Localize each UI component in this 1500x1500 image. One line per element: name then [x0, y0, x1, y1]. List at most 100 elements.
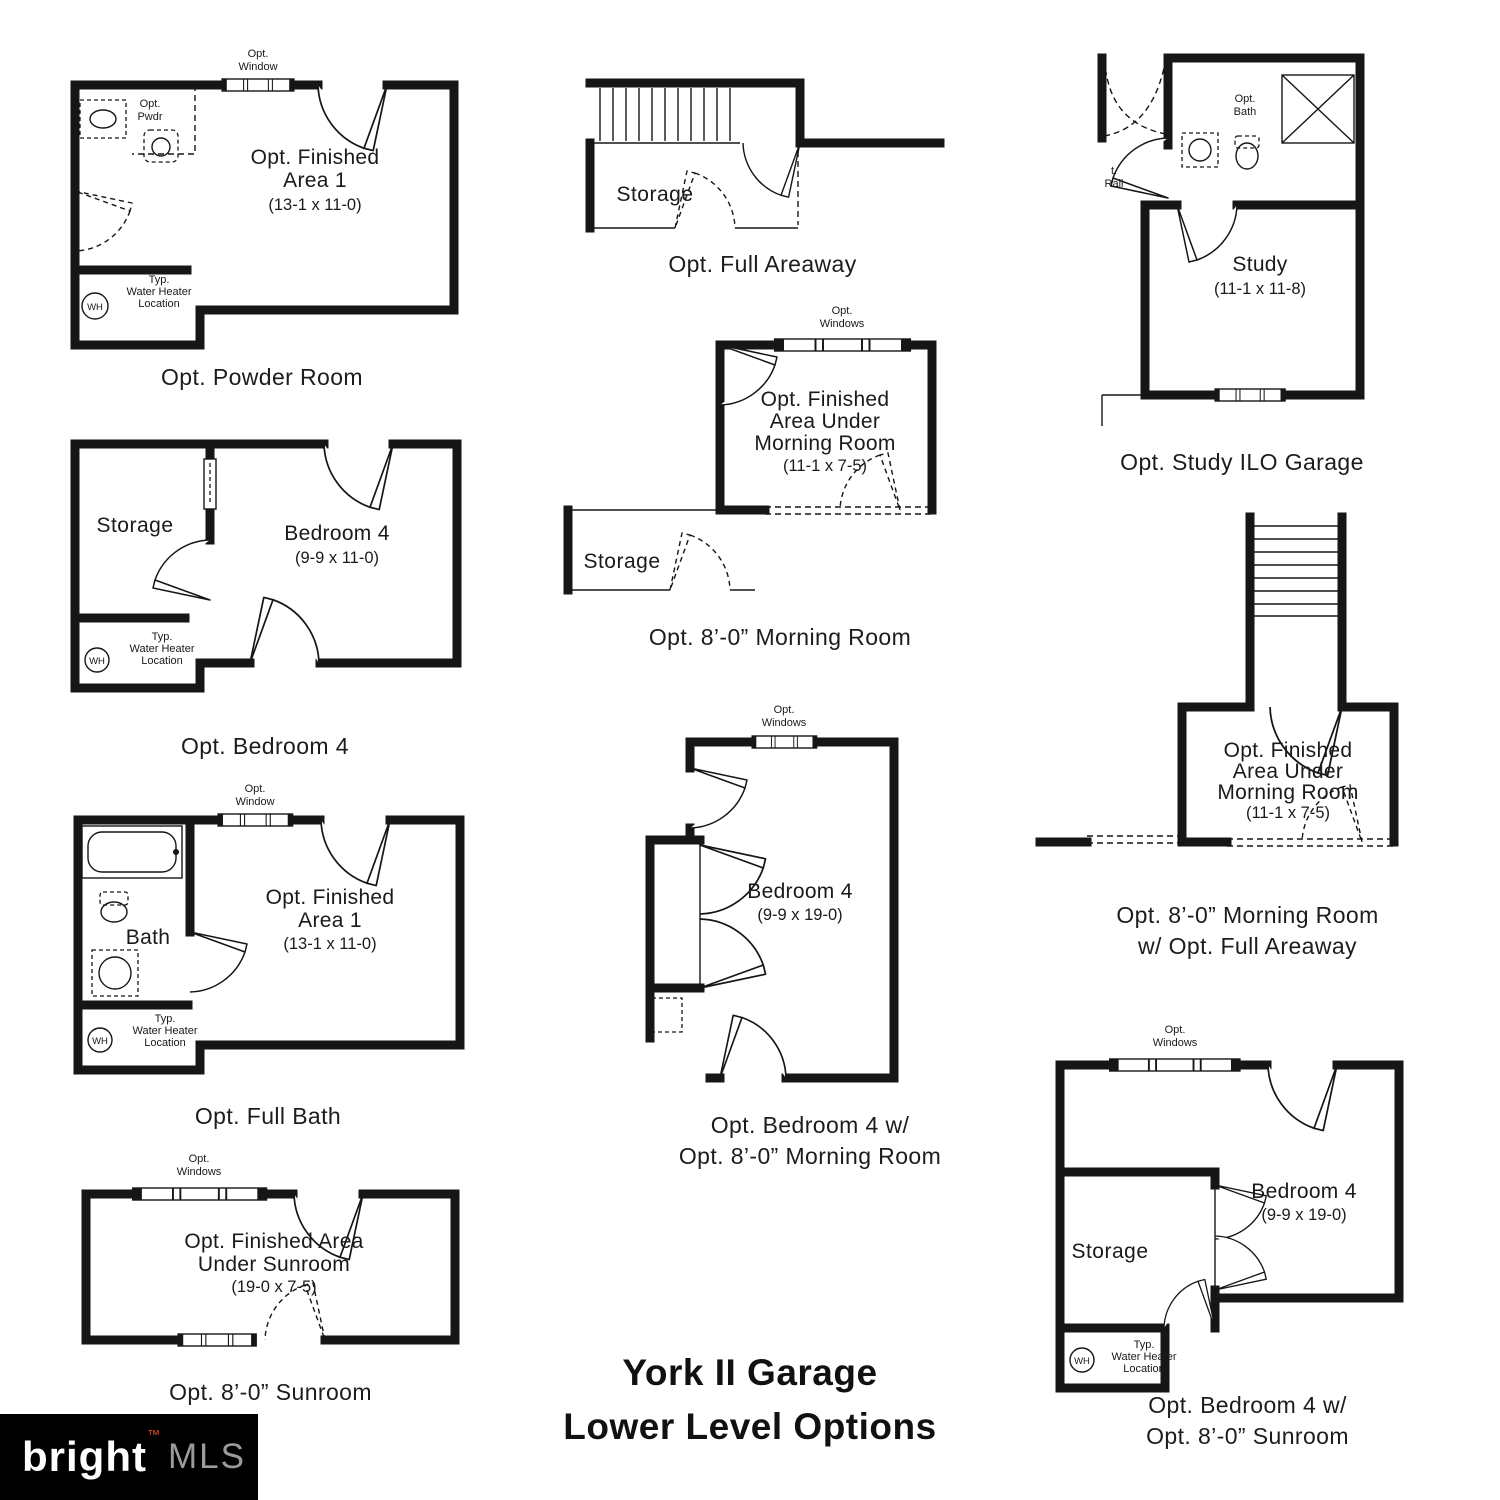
labels: Opt. Windows Bedroom 4 (9-9 x 19-0)	[747, 704, 852, 924]
door-swing-optional	[669, 532, 731, 591]
window-label-line2: Window	[235, 796, 274, 808]
walls	[70, 80, 459, 350]
labels: Opt. Windows Bedroom 4 (9-9 x 19-0) Stor…	[1071, 1024, 1356, 1375]
windows-label-line1: Opt.	[189, 1153, 210, 1165]
plan-opt-morning-room: Opt. Windows Opt. Finished Area Under Mo…	[563, 305, 937, 595]
pwdr-label-line1: Opt.	[140, 98, 161, 110]
plan-opt-full-areaway: Storage	[585, 78, 945, 233]
walls	[645, 737, 899, 1083]
caption-bedroom4-morning-room: Opt. Bedroom 4 w/ Opt. 8’-0” Morning Roo…	[645, 1110, 975, 1172]
plan-opt-bedroom-4: WH Storage Bedroom 4 (9-9 x 11-0) Typ. W…	[70, 439, 462, 693]
bath-fixtures	[1181, 74, 1355, 170]
plan-opt-powder-room: WH Opt. Window Opt. Pwdr Opt. Finished A…	[70, 48, 459, 350]
stairs	[590, 88, 740, 144]
brightmls-logo: bright ™ MLS	[0, 1414, 258, 1500]
door-swing	[320, 819, 391, 887]
closet-door-swing	[1214, 1235, 1267, 1291]
labels: Opt. Window Bath Opt. Finished Area 1 (1…	[126, 783, 394, 1049]
room-dims: (9-9 x 19-0)	[757, 906, 842, 924]
room-name: Bedroom 4	[1251, 1180, 1356, 1203]
caption-bedroom-4: Opt. Bedroom 4	[181, 733, 349, 759]
room-dims: (9-9 x 11-0)	[295, 549, 379, 567]
windows-label-line1: Opt.	[832, 305, 853, 317]
walls	[563, 340, 937, 595]
labels: Opt. Windows Opt. Finished Area Under Mo…	[583, 305, 895, 573]
plan-opt-sunroom: Opt. Windows Opt. Finished Area Under Su…	[81, 1153, 460, 1347]
room-name: Bedroom 4	[747, 880, 852, 903]
room-name2: Area 1	[298, 909, 362, 932]
room-name2: Area Under	[1233, 760, 1343, 783]
stairs	[1254, 525, 1338, 617]
water-heater: WH	[84, 647, 110, 673]
door-swing	[189, 931, 248, 993]
room-dims: (11-1 x 7-5)	[1246, 804, 1330, 822]
room-dims: (19-0 x 7-5)	[231, 1278, 316, 1296]
powder-room-fixtures	[79, 85, 196, 163]
bath-fixtures	[81, 825, 183, 997]
door-swing	[742, 142, 801, 198]
entry	[1101, 67, 1167, 426]
windows-label-line1: Opt.	[1165, 1024, 1186, 1036]
water-heater: WH	[87, 1027, 113, 1053]
window-symbol	[1214, 388, 1286, 402]
labels: Storage Bedroom 4 (9-9 x 11-0) Typ. Wate…	[96, 514, 389, 667]
pwdr-label-line2: Pwdr	[137, 111, 162, 123]
door-swing	[1176, 204, 1238, 263]
wh-note-line2: Water Heater	[129, 643, 194, 655]
logo-mls-text: MLS	[167, 1437, 246, 1476]
water-heater: WH	[81, 292, 109, 320]
window-symbol	[751, 735, 818, 749]
room-dims: (9-9 x 19-0)	[1261, 1206, 1346, 1224]
caption-line2: w/ Opt. Full Areaway	[1138, 933, 1357, 959]
window-symbol	[773, 337, 912, 353]
caption-morning-room: Opt. 8’-0” Morning Room	[648, 624, 912, 650]
room-dims: (11-1 x 7-5)	[783, 457, 867, 475]
room-name2: Area 1	[283, 169, 347, 192]
windows	[773, 337, 912, 353]
walls	[585, 78, 945, 233]
walls	[70, 439, 462, 693]
storage-label: Storage	[96, 514, 173, 537]
windows	[1108, 1057, 1241, 1073]
caption-line1: Opt. Bedroom 4 w/	[710, 1112, 910, 1138]
caption-line2: Opt. 8’-0” Morning Room	[678, 1143, 942, 1169]
walls	[1097, 53, 1365, 400]
room-dims: (13-1 x 11-0)	[268, 196, 361, 214]
door-swing	[249, 596, 320, 664]
wh-note-line1: Typ.	[152, 631, 173, 643]
room-name3: Morning Room	[754, 432, 895, 455]
water-heater: WH	[1069, 1347, 1095, 1373]
labels: Storage	[616, 183, 693, 206]
logo-trademark-icon: ™	[146, 1427, 160, 1442]
caption-full-bath: Opt. Full Bath	[194, 1103, 342, 1129]
room-name: Study	[1232, 253, 1287, 276]
labels: Opt. Bath t. Rail Study (11-1 x 11-8)	[1105, 93, 1306, 298]
windows-label-line1: Opt.	[774, 704, 795, 716]
room-name: Opt. Finished	[1224, 739, 1353, 762]
window-symbol	[1108, 1057, 1241, 1073]
caption-morning-room-areaway: Opt. 8’-0” Morning Room w/ Opt. Full Are…	[1060, 900, 1435, 962]
wh-note-line3: Location	[1123, 1363, 1165, 1375]
wh-label: WH	[87, 302, 103, 313]
room-name2: Area Under	[770, 410, 880, 433]
windows	[751, 735, 818, 749]
wh-note-line1: Typ.	[149, 274, 170, 286]
labels: Opt. Windows Opt. Finished Area Under Su…	[177, 1153, 364, 1296]
room-dims: (13-1 x 11-0)	[283, 935, 376, 953]
window-symbol	[131, 1186, 268, 1202]
windows-label-line2: Windows	[820, 318, 865, 330]
window-label-line1: Opt.	[245, 783, 266, 795]
room-dims: (11-1 x 11-8)	[1214, 280, 1306, 298]
wh-note-line3: Location	[144, 1037, 186, 1049]
room-name: Opt. Finished	[251, 146, 380, 169]
plan-opt-bedroom4-morning-room: Opt. Windows Bedroom 4 (9-9 x 19-0)	[645, 704, 899, 1083]
room-name2: Under Sunroom	[198, 1253, 350, 1276]
window-symbol	[217, 813, 294, 827]
door-swing	[689, 767, 748, 829]
storage-area	[590, 151, 799, 229]
wh-note-line2: Water Heater	[1111, 1351, 1176, 1363]
window-symbol	[221, 78, 295, 92]
page-title: York II Garage Lower Level Options	[520, 1346, 980, 1454]
windows-label-line2: Windows	[1153, 1037, 1198, 1049]
plan-opt-full-bath: WH Opt. Window Bath Opt. Finished Area 1…	[73, 783, 465, 1075]
